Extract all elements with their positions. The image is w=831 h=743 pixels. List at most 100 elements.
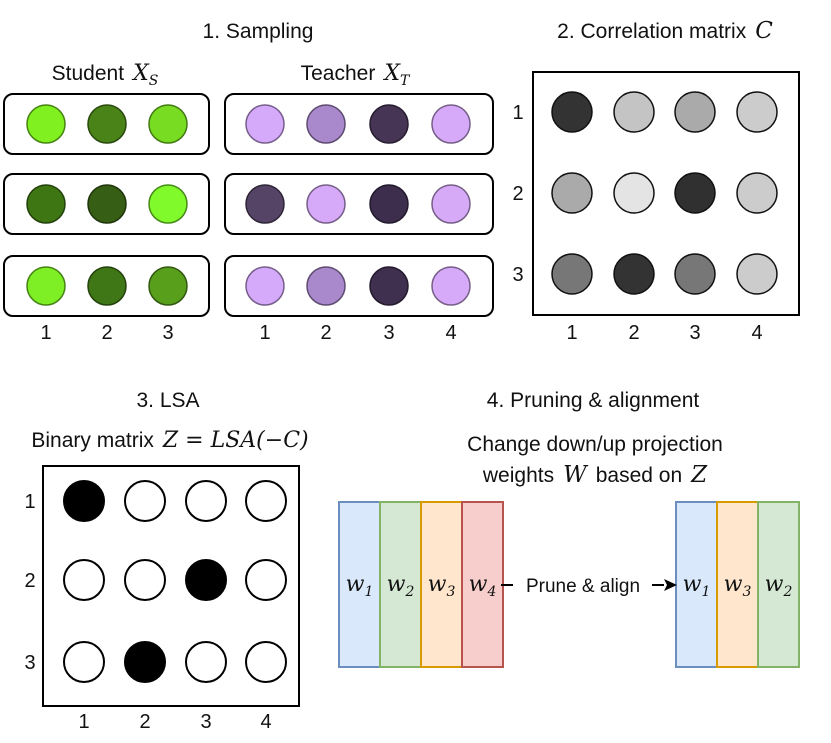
correlation-row-2: 2 <box>512 183 523 205</box>
teacher-neuron <box>245 184 285 224</box>
lsa-formula: Z = LSA(−C) <box>162 428 309 453</box>
weights-after: w1 w3 w2 <box>675 501 800 668</box>
correlation-heading: 2. Correlation matrix C <box>557 18 773 44</box>
student-neuron <box>148 184 188 224</box>
correlation-title: 2. Correlation matrix <box>557 20 747 43</box>
lsa-row-2: 2 <box>24 570 35 592</box>
correlation-row-1: 1 <box>512 102 523 124</box>
correlation-cell <box>613 172 655 214</box>
student-neuron <box>148 104 188 144</box>
lsa-cell <box>63 480 105 522</box>
lsa-cell <box>185 559 227 601</box>
student-neuron <box>87 184 127 224</box>
teacher-neuron <box>369 104 409 144</box>
correlation-panel: 2. Correlation matrix C 1 2 3 1 2 3 4 <box>512 18 800 344</box>
teacher-neuron <box>306 184 346 224</box>
lsa-row-1: 1 <box>24 491 35 513</box>
pruning-desc-pre: weights <box>482 464 554 487</box>
student-col-3: 3 <box>162 322 173 344</box>
student-heading: Student XS <box>52 61 159 89</box>
teacher-col-2: 2 <box>320 322 331 344</box>
teacher-neuron <box>431 104 471 144</box>
correlation-cell <box>674 253 716 295</box>
lsa-cell <box>124 480 166 522</box>
lsa-cell <box>185 480 227 522</box>
weight-block <box>338 501 381 668</box>
teacher-neuron <box>431 266 471 306</box>
teacher-sample-row <box>224 255 494 317</box>
correlation-var: C <box>755 18 773 44</box>
lsa-subtitle: Binary matrix Z = LSA(−C) <box>31 428 308 453</box>
teacher-neuron <box>245 104 285 144</box>
student-neuron <box>87 266 127 306</box>
teacher-sample-row <box>224 173 494 235</box>
teacher-sub: T <box>400 73 411 89</box>
sampling-panel: 1. Sampling Student XS Teacher XT 1 2 3 … <box>3 20 494 344</box>
lsa-cell <box>124 559 166 601</box>
correlation-cell <box>736 253 778 295</box>
lsa-col-2: 2 <box>139 711 150 733</box>
student-sub: S <box>149 73 159 89</box>
student-col-2: 2 <box>101 322 112 344</box>
pruning-desc-mid: based on <box>596 464 682 487</box>
student-neuron <box>148 266 188 306</box>
lsa-cell <box>185 641 227 683</box>
student-neuron <box>87 104 127 144</box>
pruning-var-z: Z <box>690 462 708 488</box>
correlation-cell <box>674 91 716 133</box>
lsa-title: 3. LSA <box>136 389 199 412</box>
teacher-var: X <box>382 61 401 86</box>
lsa-row-3: 3 <box>24 652 35 674</box>
prune-arrow-label: Prune & align <box>526 576 640 597</box>
prune-arrow-head <box>664 579 677 591</box>
teacher-neuron <box>369 266 409 306</box>
correlation-cell <box>613 91 655 133</box>
sampling-title: 1. Sampling <box>203 20 314 43</box>
pruning-desc-line2: weights W based on Z <box>482 462 708 488</box>
correlation-cell <box>551 172 593 214</box>
pruning-desc-line1: Change down/up projection <box>467 433 723 456</box>
teacher-label: Teacher <box>301 62 376 85</box>
lsa-panel: 3. LSA Binary matrix Z = LSA(−C) 1 2 3 1… <box>24 389 308 733</box>
weight-label: w4 <box>469 572 497 600</box>
lsa-cell <box>245 559 287 601</box>
weight-label: w3 <box>724 572 752 600</box>
correlation-cell <box>736 91 778 133</box>
weight-label: w2 <box>387 572 415 600</box>
lsa-subtitle-prefix: Binary matrix <box>31 429 154 452</box>
lsa-cell <box>63 641 105 683</box>
pruning-var-w: W <box>563 462 589 488</box>
lsa-cell <box>124 641 166 683</box>
correlation-row-3: 3 <box>512 264 523 286</box>
student-neuron <box>26 184 66 224</box>
teacher-sample-row <box>224 93 494 155</box>
lsa-cells <box>63 480 287 683</box>
teacher-neuron <box>369 184 409 224</box>
student-var: X <box>131 61 150 86</box>
teacher-neuron <box>245 266 285 306</box>
correlation-cell <box>736 172 778 214</box>
teacher-neuron <box>306 104 346 144</box>
weight-label: w1 <box>346 572 374 600</box>
student-neuron <box>26 266 66 306</box>
student-col-1: 1 <box>40 322 51 344</box>
correlation-col-2: 2 <box>628 322 639 344</box>
lsa-cell <box>63 559 105 601</box>
correlation-cell <box>674 172 716 214</box>
correlation-col-3: 3 <box>689 322 700 344</box>
lsa-cell <box>245 480 287 522</box>
weight-block <box>757 501 800 668</box>
correlation-col-1: 1 <box>566 322 577 344</box>
weight-label: w2 <box>765 572 793 600</box>
weight-label: w1 <box>683 572 711 600</box>
lsa-col-1: 1 <box>78 711 89 733</box>
student-samples <box>3 93 210 317</box>
correlation-cells <box>551 91 778 295</box>
student-neuron <box>26 104 66 144</box>
weight-block <box>420 501 463 668</box>
teacher-heading: Teacher XT <box>301 61 411 89</box>
student-label: Student <box>52 62 125 85</box>
teacher-col-1: 1 <box>259 322 270 344</box>
